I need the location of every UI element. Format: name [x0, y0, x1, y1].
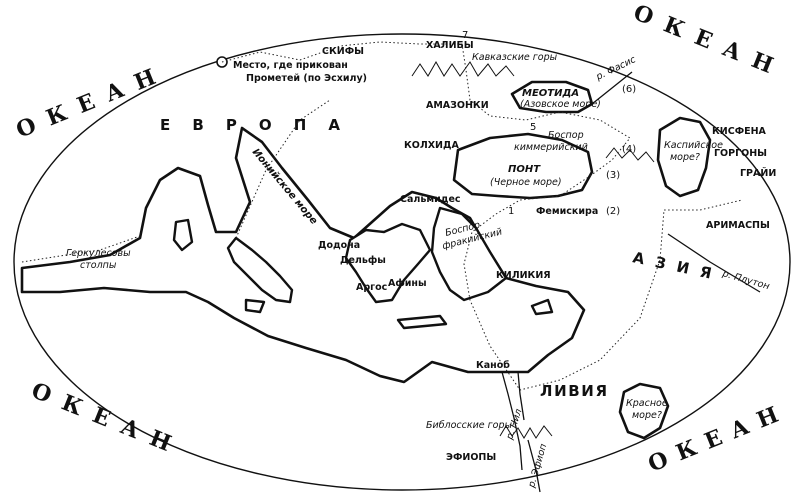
dodona-route — [235, 99, 331, 239]
river-nile — [501, 371, 523, 471]
mediterranean-sea — [20, 126, 586, 384]
greece-peninsula — [344, 222, 432, 304]
crete-island — [396, 314, 448, 330]
label-graeae: ГРАЙИ — [740, 167, 776, 179]
label-arimaspi: АРИМАСПЫ — [706, 220, 770, 231]
label-canopus: Каноб — [476, 360, 510, 371]
label-caspian-1: Каспийское — [664, 140, 723, 151]
region-asia: АЗИЯ — [631, 248, 723, 284]
ocean-text-top-right: ОКЕАН — [630, 0, 779, 80]
label-caucasus: Кавказские горы — [472, 52, 558, 63]
byblos-mountains — [499, 425, 553, 439]
river-nile-branch — [517, 371, 525, 421]
ocean-text-bottom-left: ОКЕАН — [28, 377, 177, 457]
route-number-7: 7 — [462, 30, 468, 41]
label-dodona: Додона — [318, 240, 360, 251]
label-amazons: АМАЗОНКИ — [426, 100, 489, 111]
river-phasis — [591, 71, 633, 105]
label-prometheus-1: Место, где прикован — [233, 60, 348, 71]
label-ethiop-river: р. Эфиоп — [526, 443, 549, 490]
label-prometheus-2: Прометей (по Эсхилу) — [246, 73, 367, 84]
ocean-label-top-left: ОКЕАН — [13, 63, 162, 143]
sicily-island — [244, 298, 266, 314]
italy-peninsula — [226, 236, 294, 304]
label-delphi: Дельфы — [340, 255, 386, 266]
label-cilicia: КИЛИКИЯ — [496, 270, 551, 281]
label-salmydessus: Сальмидес — [400, 194, 461, 205]
region-libya: ЛИВИЯ — [540, 382, 616, 400]
label-gorgons: ГОРГОНЫ — [714, 148, 767, 159]
label-ethiopians: ЭФИОПЫ — [446, 452, 496, 463]
label-red-sea-1: Красное — [626, 398, 668, 409]
asia-minor-coast — [430, 206, 508, 302]
label-colchis: КОЛХИДА — [404, 140, 459, 151]
route-number-6: (6) — [622, 84, 636, 95]
river-pluton — [667, 233, 761, 293]
route-number-1: 1 — [508, 206, 514, 217]
label-hercules-2: столпы — [80, 260, 117, 271]
label-hercules-1: Геркулесовы — [66, 248, 131, 259]
river-ethiop — [527, 439, 541, 493]
ocean-text-top-left: ОКЕАН — [13, 63, 162, 143]
label-bosporus-cim-2: киммерийский — [514, 142, 588, 153]
label-athens: Афины — [388, 278, 427, 289]
label-pontus-1: ПОНТ — [508, 164, 541, 175]
route-number-3: (3) — [606, 170, 620, 181]
label-bosporus-cim-1: Боспор — [548, 130, 584, 141]
label-pluton-group: р. Плутон — [720, 268, 771, 292]
sardinia-island — [172, 218, 194, 252]
world-boundary — [13, 33, 791, 491]
hercules-route — [21, 235, 141, 263]
route-number-5: 5 — [530, 122, 536, 133]
route-number-2: (2) — [606, 206, 620, 217]
black-sea-pontus — [452, 132, 594, 200]
region-asia-group: АЗИЯ — [631, 248, 723, 284]
label-meotida-2: (Азовское море) — [520, 99, 601, 110]
ocean-label-top-right: ОКЕАН — [630, 0, 779, 80]
ocean-label-bottom-left: ОКЕАН — [28, 377, 177, 457]
small-mountains-1 — [605, 147, 655, 163]
route-number-4: (4) — [622, 144, 636, 155]
label-argos: Аргос — [356, 282, 387, 293]
label-red-sea-2: море? — [632, 410, 662, 421]
cyprus-island — [530, 298, 554, 316]
label-pontus-2: (Черное море) — [490, 177, 562, 188]
label-chalybes: ХАЛИБЫ — [426, 40, 474, 51]
label-themiscyra: Фемискира — [536, 206, 598, 217]
label-scythians: СКИФЫ — [322, 46, 364, 57]
label-ethiop-river-group: р. Эфиоп — [526, 443, 549, 490]
caucasus-mountains — [411, 60, 515, 77]
label-caspian-2: море? — [670, 152, 700, 163]
red-sea — [618, 382, 670, 440]
region-europe: ЕВРОПА — [160, 116, 350, 134]
label-pluton: р. Плутон — [720, 268, 771, 292]
label-kisthene: КИСФЕНА — [712, 126, 767, 137]
label-meotida-1: МЕОТИДА — [522, 88, 579, 99]
label-byblos: Библосские горы — [426, 420, 512, 431]
caspian-sea — [656, 116, 712, 198]
io-route — [221, 41, 743, 391]
